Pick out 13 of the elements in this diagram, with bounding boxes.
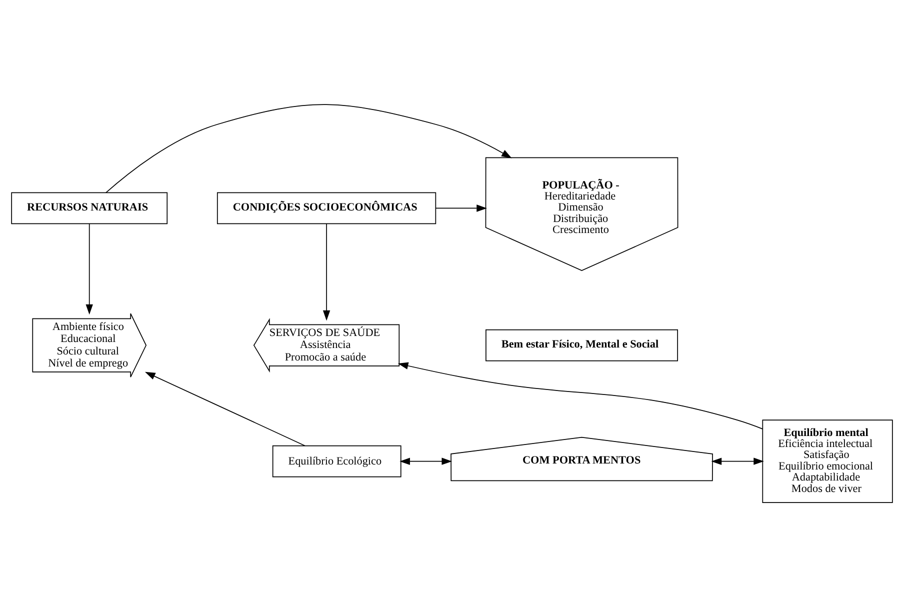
arrow: [400, 457, 452, 464]
arrow: [86, 222, 93, 314]
node-box: Equilíbrio Ecológico: [272, 444, 402, 477]
arrow: [144, 371, 306, 446]
arrow: [106, 104, 512, 193]
node-box: Equilíbrio mental Eficiência intelectual Satisfação Equilíbrio emocional Adaptabilidade Modos de viver: [762, 419, 893, 502]
arrow: [711, 457, 764, 464]
node-box: Bem estar Físico, Mental e Social: [486, 328, 678, 361]
arrow: [435, 204, 487, 212]
node-box: CONDIÇÕES SOCIOECONÔMICAS: [216, 192, 436, 224]
node-box: RECURSOS NATURAIS: [11, 192, 168, 224]
arrow: [322, 222, 330, 320]
arrow: [398, 362, 763, 429]
